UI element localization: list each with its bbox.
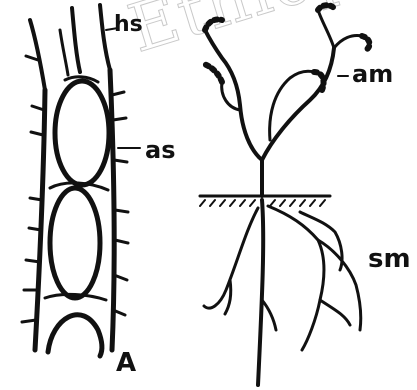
spine-left-5 [29, 228, 41, 230]
spine-right-2 [113, 118, 126, 120]
label-am: am [352, 62, 393, 86]
spine-left-4 [30, 198, 42, 200]
spore-chain-1 [205, 19, 222, 30]
spine-left-6 [26, 260, 40, 262]
substrate-root-far-right [318, 240, 361, 330]
spine-left-2 [32, 106, 44, 110]
spine-right-3 [114, 160, 127, 162]
substrate-root-mid-twig [262, 300, 276, 330]
hypha-wall-upper-left [30, 20, 45, 90]
aerial-branch-left [205, 30, 262, 160]
spine-right-1 [112, 92, 124, 95]
spine-right-4 [115, 210, 128, 212]
label-as: as [145, 138, 175, 162]
spine-left-3 [31, 132, 43, 135]
hypha-wall-inner [60, 30, 68, 75]
spine-right-5 [115, 240, 128, 243]
spine-left-8 [22, 320, 36, 322]
hypha-wall-upper-right [100, 5, 110, 70]
cell-lower [48, 315, 102, 356]
spore-chain-5 [318, 5, 334, 10]
aerial-branch-right-hook [334, 36, 362, 49]
spore-chain-2 [204, 64, 222, 82]
panel-label: A [116, 350, 136, 376]
substrate-root-right-twig [320, 300, 350, 325]
hypha-outer-left-wall [35, 90, 45, 350]
spore-chain-4 [362, 36, 369, 50]
cell-middle [50, 188, 100, 298]
substrate-root-main [258, 200, 263, 385]
aerial-branch-right-top [318, 10, 334, 48]
spine-left-1 [26, 56, 38, 60]
hypha-section [22, 5, 140, 356]
cell-upper [55, 81, 109, 185]
hypha-wall-upper-mid [72, 8, 80, 72]
label-sm: sm [368, 246, 411, 272]
aerial-branch-mid [270, 71, 314, 140]
label-hs: hs [114, 14, 143, 36]
mycelium-section [200, 5, 369, 385]
